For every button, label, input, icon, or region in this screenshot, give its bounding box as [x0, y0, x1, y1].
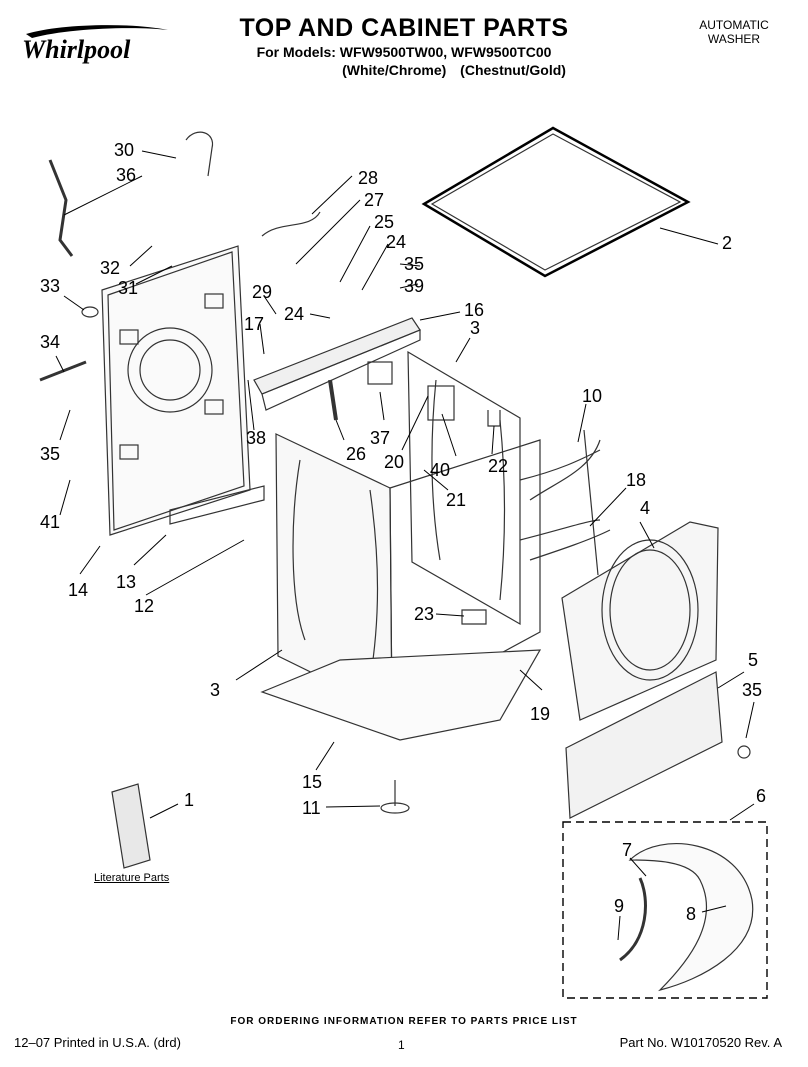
- literature-booklet: [111, 783, 151, 869]
- callout-33: 33: [40, 276, 60, 296]
- callout-24b: 24: [284, 304, 304, 324]
- callout-30: 30: [114, 140, 134, 160]
- literature-parts-label: Literature Parts: [94, 872, 170, 884]
- callout-21: 21: [446, 490, 466, 510]
- callout-14: 14: [68, 580, 88, 600]
- callout-10: 10: [582, 386, 602, 406]
- callout-3b: 3: [210, 680, 220, 700]
- pressure-switch: [367, 361, 393, 385]
- callout-11: 11: [302, 798, 321, 818]
- callout-17: 17: [244, 314, 264, 334]
- door-ring: [619, 843, 754, 992]
- callout-3a: 3: [470, 318, 480, 338]
- fill-hose: [328, 379, 338, 421]
- callout-19: 19: [530, 704, 550, 724]
- callout-35a: 35: [404, 254, 424, 274]
- callout-36: 36: [116, 165, 136, 185]
- callout-9: 9: [614, 896, 624, 916]
- callout-35b: 35: [40, 444, 60, 464]
- grommet: [81, 306, 99, 318]
- base-plate: [260, 649, 542, 741]
- callout-29: 29: [252, 282, 272, 302]
- callout-16: 16: [464, 300, 484, 320]
- callout-24a: 24: [386, 232, 406, 252]
- rear-panel: [101, 245, 251, 536]
- support-rail: [169, 485, 265, 525]
- whirlpool-logo: Whirlpool: [22, 25, 168, 64]
- callout-22: 22: [488, 456, 508, 476]
- appliance-category: AUTOMATIC WASHER: [684, 18, 784, 46]
- callout-20: 20: [384, 452, 404, 472]
- callout-34: 34: [40, 332, 60, 352]
- callout-23: 23: [414, 604, 434, 624]
- finish-labels: (White/Chrome) (Chestnut/Gold): [0, 62, 808, 78]
- callout-31: 31: [118, 278, 138, 298]
- drain-hose: [48, 159, 74, 257]
- callout-4: 4: [640, 498, 650, 518]
- page-title: TOP AND CABINET PARTS: [239, 14, 569, 42]
- callout-39: 39: [404, 276, 424, 296]
- callout-13: 13: [116, 572, 136, 592]
- top-panel: [421, 126, 691, 278]
- power-cord: [261, 211, 321, 237]
- callout-35c: 35: [742, 680, 762, 700]
- callout-1: 1: [184, 790, 194, 810]
- callout-32: 32: [100, 258, 120, 278]
- wiring-harness: [519, 429, 611, 576]
- callout-28: 28: [358, 168, 378, 188]
- control-rail: [253, 317, 421, 411]
- leader-lines: [55, 150, 755, 941]
- toe-panel: [565, 671, 723, 819]
- model-numbers: For Models: WFW9500TW00, WFW9500TC00: [256, 44, 552, 60]
- callout-15: 15: [302, 772, 322, 792]
- leveling-leg: [380, 780, 410, 814]
- callout-5: 5: [748, 650, 758, 670]
- ordering-note: FOR ORDERING INFORMATION REFER TO PARTS …: [230, 1016, 578, 1027]
- hose-hanger: [185, 131, 214, 177]
- bracket: [461, 609, 487, 625]
- callout-26: 26: [346, 444, 366, 464]
- page-number: 1: [398, 1038, 405, 1052]
- screw: [737, 745, 751, 759]
- callout-numbers: 30 36 28 27 25 24 2 32 35 31 39 33 29 24…: [40, 140, 766, 924]
- u-clip: [487, 410, 501, 427]
- callout-12: 12: [134, 596, 154, 616]
- callout-27: 27: [364, 190, 384, 210]
- callout-6: 6: [756, 786, 766, 806]
- callout-25: 25: [374, 212, 394, 232]
- category-line-1: AUTOMATIC: [699, 18, 769, 32]
- brand-text: Whirlpool: [22, 35, 131, 64]
- callout-8: 8: [686, 904, 696, 924]
- category-line-2: WASHER: [707, 32, 761, 46]
- part-number: Part No. W10170520 Rev. A: [619, 1035, 782, 1050]
- callout-18: 18: [626, 470, 646, 490]
- callout-2: 2: [722, 233, 732, 253]
- callout-41: 41: [40, 512, 60, 532]
- callout-37: 37: [370, 428, 390, 448]
- finish-white-chrome: (White/Chrome): [342, 62, 447, 78]
- callout-40: 40: [430, 460, 450, 480]
- callout-7: 7: [622, 840, 632, 860]
- callout-38: 38: [246, 428, 266, 448]
- control-board: [427, 385, 455, 421]
- finish-chestnut-gold: (Chestnut/Gold): [460, 62, 566, 78]
- print-info: 12–07 Printed in U.S.A. (drd): [14, 1035, 181, 1050]
- front-panel: [561, 521, 719, 721]
